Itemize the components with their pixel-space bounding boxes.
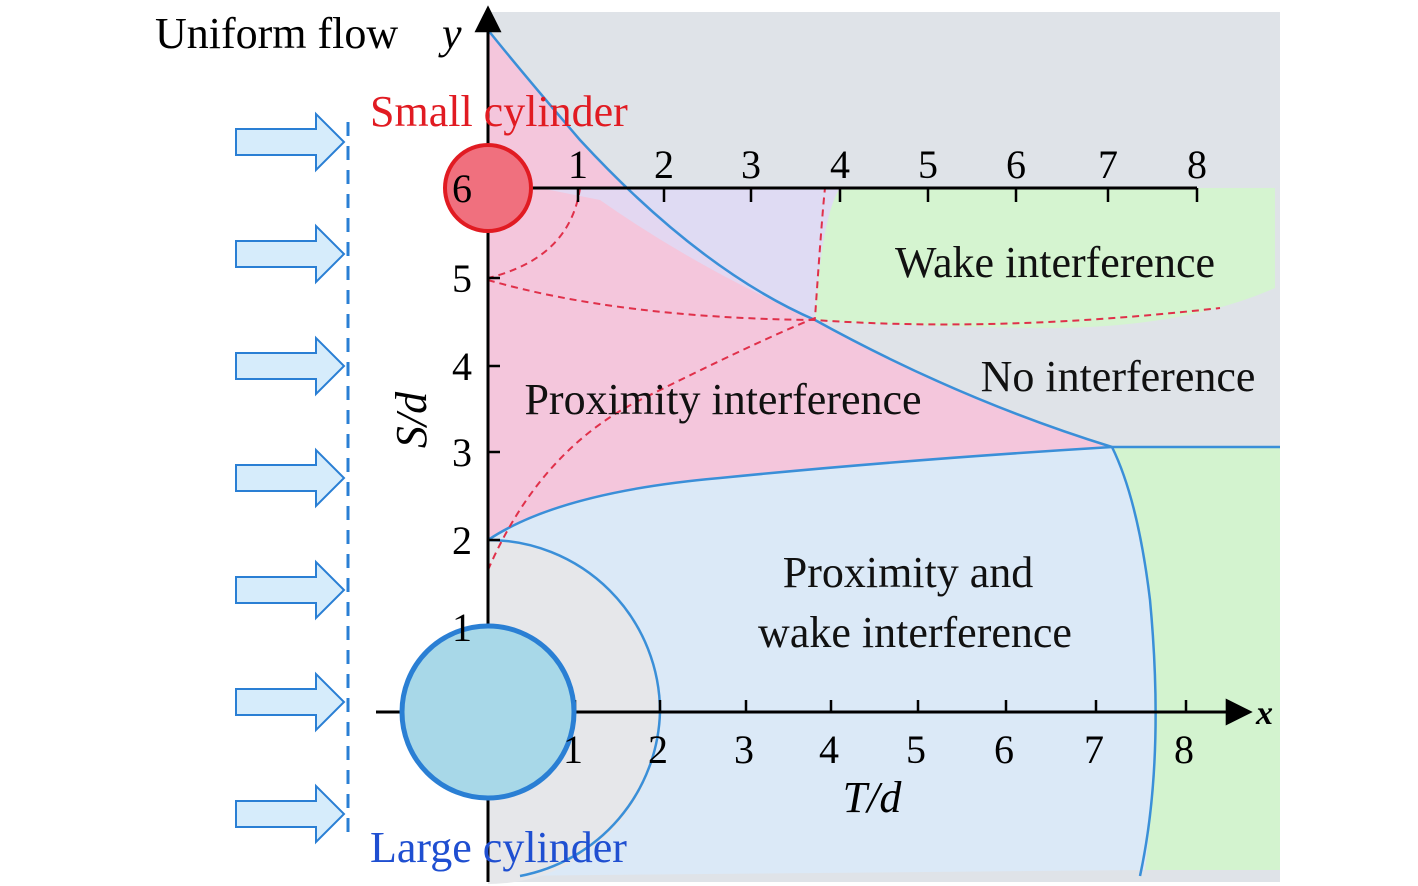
top-tick-label: 7	[1098, 142, 1118, 187]
right-boundary-curve	[1110, 446, 1157, 877]
small-cylinder-label: Small cylinder	[370, 87, 628, 136]
x-tick-label: 8	[1174, 727, 1194, 772]
middle-boundary-curve	[487, 445, 1280, 542]
flow-arrow-icon	[235, 671, 346, 733]
top-tick-label: 4	[830, 142, 850, 187]
large-cylinder-label: Large cylinder	[370, 823, 627, 872]
flow-arrow-icon	[235, 335, 346, 397]
dashed-horizontal-curve	[487, 279, 1221, 326]
top-tick-label: 8	[1187, 142, 1207, 187]
x-tick-label: 4	[819, 727, 839, 772]
x-axis-symbol: x	[1255, 695, 1273, 732]
x-tick-label: 5	[906, 727, 926, 772]
flow-arrow-icon	[235, 447, 346, 509]
y-tick-label: 1	[452, 605, 472, 650]
flow-arrow-icon	[235, 111, 346, 173]
x-tick-label: 7	[1084, 727, 1104, 772]
proximity-interference-region	[488, 30, 1112, 540]
flow-arrow-icon	[235, 223, 346, 285]
flow-arrow-icon	[235, 559, 346, 621]
top-tick-label: 2	[654, 142, 674, 187]
large-cylinder	[399, 623, 577, 801]
tick-marks	[488, 186, 1199, 712]
y-tick-label: 2	[452, 518, 472, 563]
small-cylinder	[443, 143, 533, 233]
y-tick-label: 5	[452, 256, 472, 301]
upper-boundary-curve	[487, 29, 1113, 449]
x-tick-label: 1	[563, 727, 583, 772]
y-tick-label: 3	[452, 430, 472, 475]
wake-interference-region-top	[812, 188, 1275, 329]
tick-labels: 1 2 3 4 5 6 7 8 1 2 3 4 5 6 7 8 1 2 3 4 5 6	[452, 142, 1207, 772]
x-tick-label: 2	[648, 727, 668, 772]
proximity-interference-label: Proximity interference	[524, 375, 921, 424]
dashed-boundaries	[487, 187, 1221, 571]
top-tick-label: 6	[1006, 142, 1026, 187]
y-tick-label: 4	[452, 344, 472, 389]
dashed-diagonal-curve	[487, 187, 826, 571]
overlap-lavender-region	[540, 188, 840, 320]
dashed-small-wake-curve	[487, 187, 581, 279]
top-tick-label: 1	[568, 142, 588, 187]
x-tick-label: 3	[734, 727, 754, 772]
top-tick-label: 5	[918, 142, 938, 187]
y-axis-title: S/d	[387, 391, 436, 448]
wake-interference-label: Wake interference	[895, 238, 1215, 287]
y-tick-label: 6	[452, 166, 472, 211]
top-tick-label: 3	[741, 142, 761, 187]
y-axis-symbol: y	[438, 9, 462, 58]
no-interference-label: No interference	[981, 352, 1256, 401]
proximity-wake-label-line1: Proximity and	[783, 548, 1034, 597]
flow-arrow-icon	[235, 783, 346, 845]
x-tick-label: 6	[994, 727, 1014, 772]
proximity-wake-region	[488, 447, 1154, 876]
region-fills	[488, 12, 1280, 884]
flow-arrows	[235, 111, 346, 845]
proximity-wake-label-line2: wake interference	[758, 608, 1072, 657]
x-axis-title: T/d	[843, 773, 903, 822]
flow-title: Uniform flow	[155, 9, 398, 58]
